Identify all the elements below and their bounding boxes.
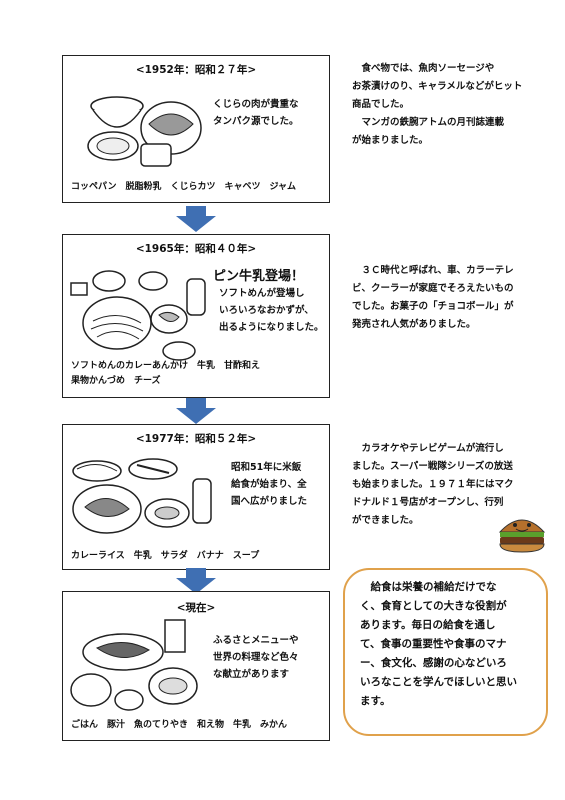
side-note-1952: 食べ物では、魚肉ソーセージや お茶漬けのり、キャラメルなどがヒット 商品でした。…: [352, 63, 523, 146]
era-panel-present: <現在> ふるさとメニューや 世界の料理など色々 な献立があります ごはん 豚汁…: [62, 591, 330, 741]
era-menu-items: コッペパン 脱脂粉乳 くじらカツ キャベツ ジャム: [71, 182, 297, 192]
era-title: <現在>: [176, 602, 216, 614]
meal-illustration-1952: [87, 96, 202, 167]
callout-box: [343, 568, 548, 736]
era-title: <1977年：昭和５２年>: [135, 433, 257, 445]
side-note-1977: カラオケやテレビゲームが流行し ました。スーパー戦隊シリーズの放送 も始まりまし…: [352, 443, 514, 526]
hamburger-icon: [498, 519, 546, 553]
down-arrow-icon: [176, 206, 216, 232]
era-description: くじらの肉が貴重な タンパク源でした。: [213, 99, 299, 127]
era-title: <1965年：昭和４０年>: [135, 243, 257, 255]
era-panel-1977: <1977年：昭和５２年> 昭和51年に米飯 給食が始まり、全 国へ広がりました…: [62, 424, 330, 570]
callout-message: 給食は栄養の補給だけでな く、食育としての大きな役割が あります。毎日の給食を通…: [360, 581, 517, 707]
down-arrow-icon: [176, 398, 216, 424]
meal-illustration-present: [70, 619, 198, 711]
meal-illustration-1965: [70, 270, 206, 361]
era-menu-items: カレーライス 牛乳 サラダ バナナ スープ: [71, 551, 260, 561]
era-menu-items: ごはん 豚汁 魚のてりやき 和え物 牛乳 みかん: [71, 720, 288, 730]
side-note-1965: ３Ｃ時代と呼ばれ、車、カラーテレ ビ、クーラーが家庭でそろえたいもの でした。お…: [352, 265, 514, 330]
era-menu-items: ソフトめんのカレーあんかけ 牛乳 甘酢和え 果物かんづめ チーズ: [71, 361, 261, 386]
era-panel-1965: <1965年：昭和４０年> ピン牛乳登場！ ソフトめんが登場し いろいろなおかず…: [62, 234, 330, 398]
era-panel-1952: <1952年：昭和２７年> くじらの肉が貴重な タンパク源でした。 コッペパン …: [62, 55, 330, 203]
era-description: ふるさとメニューや 世界の料理など色々 な献立があります: [213, 635, 299, 680]
era-description: ソフトめんが登場し いろいろなおかずが、 出るようになりました。: [219, 288, 324, 333]
down-arrow-icon: [176, 568, 216, 594]
era-description: 昭和51年に米飯 給食が始まり、全 国へ広がりました: [231, 462, 308, 507]
era-title: <1952年：昭和２７年>: [135, 64, 257, 76]
era-headline: ピン牛乳登場！: [213, 269, 305, 284]
meal-illustration-1977: [72, 458, 212, 534]
